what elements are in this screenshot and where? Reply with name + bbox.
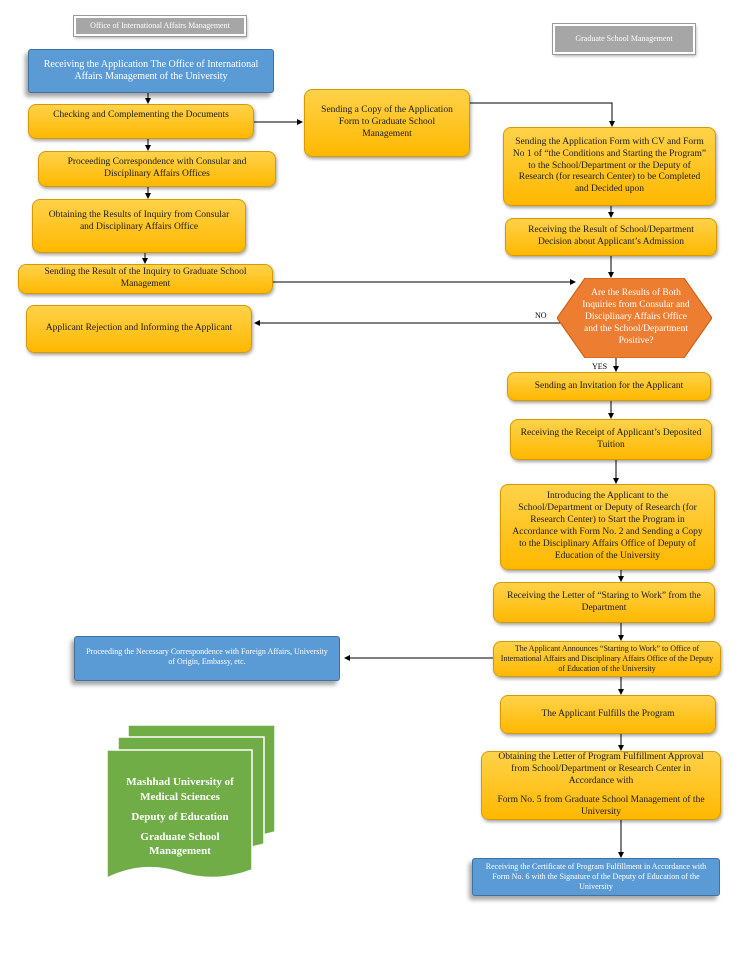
decision-hexagon — [557, 278, 712, 358]
step-receiving-decision: Receiving the Result of School/Departmen… — [505, 218, 717, 256]
step-checking-documents: Checking and Complementing the Documents — [28, 104, 254, 139]
document-line-deputy: Deputy of Education — [131, 810, 229, 823]
label-no: NO — [535, 311, 547, 320]
step-receiving-receipt: Receiving the Receipt of Applicant’s Dep… — [510, 419, 712, 460]
step-receiving-certificate: Receiving the Certificate of Program Ful… — [472, 858, 720, 896]
step-introducing-applicant: Introducing the Applicant to the School/… — [500, 484, 715, 570]
document-line-graduate: Graduate School Management — [140, 830, 220, 858]
step-foreign-affairs-correspondence: Proceeding the Necessary Correspondence … — [74, 636, 340, 681]
arrow-copy-to-form — [470, 102, 615, 127]
decision-question: Are the Results of Both Inquiries from C… — [582, 288, 690, 346]
approval-text-line2: Form No. 5 from Graduate School Manageme… — [497, 794, 705, 817]
header-graduate-school: Graduate School Management — [552, 23, 696, 55]
step-sending-copy: Sending a Copy of the Application Form t… — [304, 89, 470, 157]
step-applicant-announces: The Applicant Announces “Starting to Wor… — [493, 641, 721, 677]
step-receiving-letter: Receiving the Letter of “Staring to Work… — [493, 582, 715, 623]
step-receiving-application: Receiving the Application The Office of … — [28, 49, 274, 93]
step-applicant-fulfills: The Applicant Fulfills the Program — [500, 695, 716, 734]
step-sending-application-form: Sending the Application Form with CV and… — [503, 127, 716, 206]
approval-text-line1: Obtaining the Letter of Program Fulfillm… — [498, 752, 704, 787]
step-correspondence: Proceeding Correspondence with Consular … — [38, 151, 276, 187]
document-title: Mashhad University of Medical Sciences D… — [110, 775, 250, 859]
step-sending-inquiry-result: Sending the Result of the Inquiry to Gra… — [18, 264, 273, 294]
step-sending-invitation: Sending an Invitation for the Applicant — [507, 372, 711, 401]
step-applicant-rejection: Applicant Rejection and Informing the Ap… — [26, 305, 252, 353]
step-obtaining-approval: Obtaining the Letter of Program Fulfillm… — [481, 751, 721, 820]
header-international-affairs: Office of International Affairs Manageme… — [73, 15, 247, 37]
label-yes: YES — [592, 362, 608, 371]
document-line-university: Mashhad University of Medical Sciences — [126, 776, 234, 803]
step-obtaining-results: Obtaining the Results of Inquiry from Co… — [32, 199, 246, 253]
